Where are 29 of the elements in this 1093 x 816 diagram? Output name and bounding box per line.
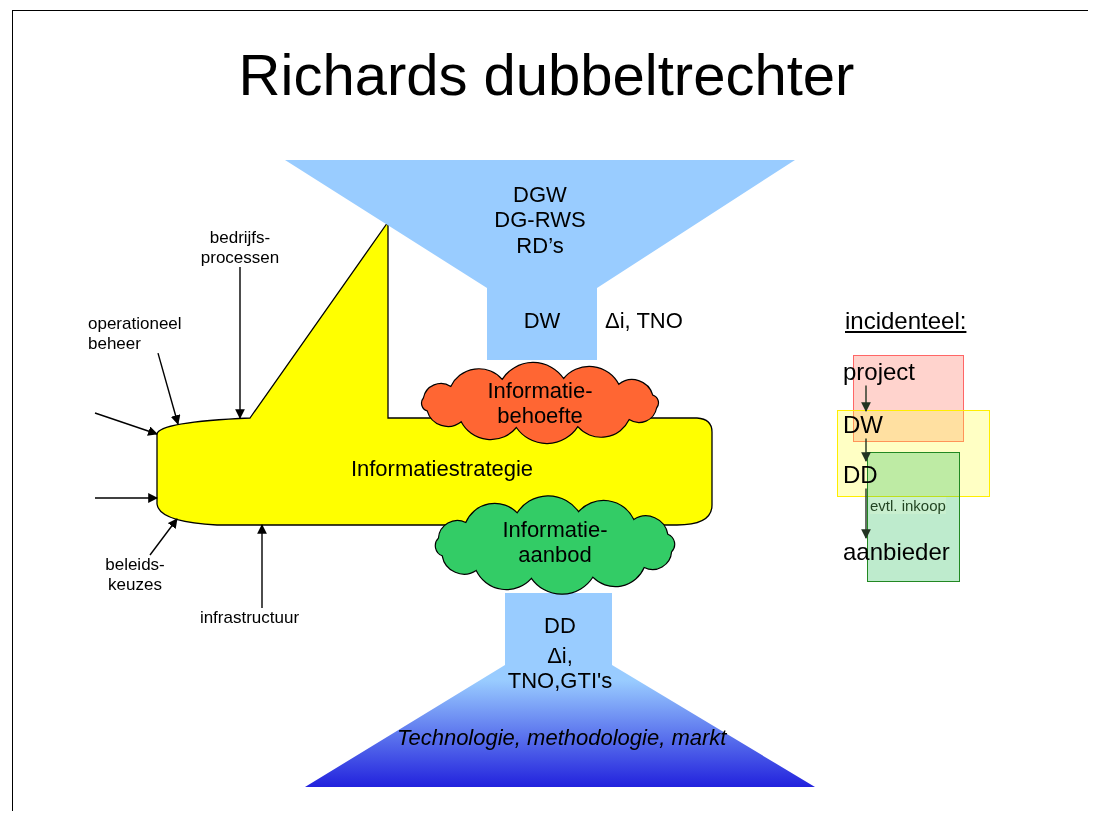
annotation-text: operationeel beheer [88, 314, 203, 354]
heading-text: incidenteel: [845, 307, 967, 335]
arrow [861, 487, 871, 539]
annotation-text: infrastructuur [187, 608, 312, 628]
shape-label: Δi, TNO,GTI's [506, 643, 614, 694]
arrow [94, 493, 158, 503]
arrow [235, 266, 245, 419]
shape-label: DGW DG-RWS RD’s [493, 182, 587, 258]
side-note: Δi, TNO [605, 308, 684, 334]
shape-label: Informatiestrategie [349, 456, 535, 482]
arrow [861, 384, 871, 412]
annotation-text: DW [843, 411, 883, 439]
shape-label: DW [522, 308, 562, 334]
annotation-text: beleids- keuzes [95, 555, 175, 595]
arrow [94, 412, 158, 436]
shape-label: Technologie, methodologie, markt [397, 725, 728, 751]
shape-label: Informatie- aanbod [501, 517, 609, 568]
arrow [861, 437, 871, 462]
edge-label: evtl. inkoop [870, 497, 946, 515]
annotation-text: project [843, 358, 916, 386]
slide-title: Richards dubbeltrechter [237, 42, 856, 109]
annotation-text: bedrijfs- processen [185, 228, 295, 268]
arrow [157, 352, 181, 425]
shape-label: DD [543, 613, 577, 639]
arrow [149, 518, 178, 556]
shape-label: Informatie- behoefte [486, 378, 594, 429]
arrow [257, 524, 267, 609]
funnel-shape [305, 593, 815, 787]
funnel-shape [285, 160, 795, 360]
